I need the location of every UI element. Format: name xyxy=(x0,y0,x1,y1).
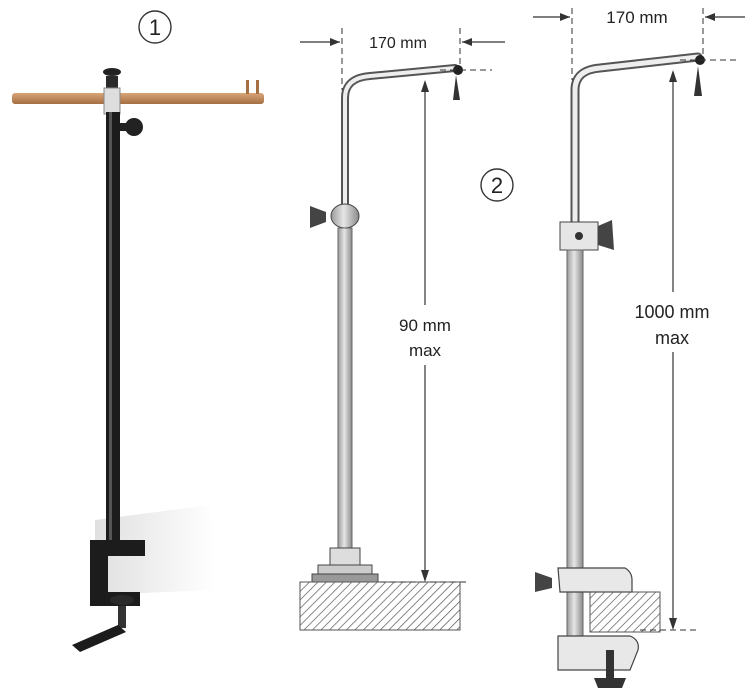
drawing-stand-1000mm: 170 mm 1000 mm max xyxy=(533,8,745,688)
height-label-left-line1: 90 mm xyxy=(399,316,451,335)
table-surface-left xyxy=(299,581,461,631)
height-label-right-line2: max xyxy=(655,328,689,348)
photo-stand-1 xyxy=(12,68,264,652)
marker-1: 1 xyxy=(138,10,172,44)
height-label-left-line2: max xyxy=(409,341,442,360)
pole-90mm xyxy=(337,227,353,551)
height-label-right-line1: 1000 mm xyxy=(634,302,709,322)
width-label-right: 170 mm xyxy=(606,8,667,27)
c-clamp xyxy=(90,540,145,606)
svg-text:2: 2 xyxy=(491,173,503,198)
horizontal-arm xyxy=(12,93,264,104)
width-label-left: 170 mm xyxy=(369,35,427,52)
vertical-pole xyxy=(106,112,120,550)
svg-text:1: 1 xyxy=(149,15,161,40)
table-surface-right xyxy=(589,591,661,633)
drawing-stand-90mm: 170 mm 90 mm max xyxy=(299,28,505,631)
clamp-handle xyxy=(72,625,126,652)
marker-2: 2 xyxy=(480,168,514,202)
